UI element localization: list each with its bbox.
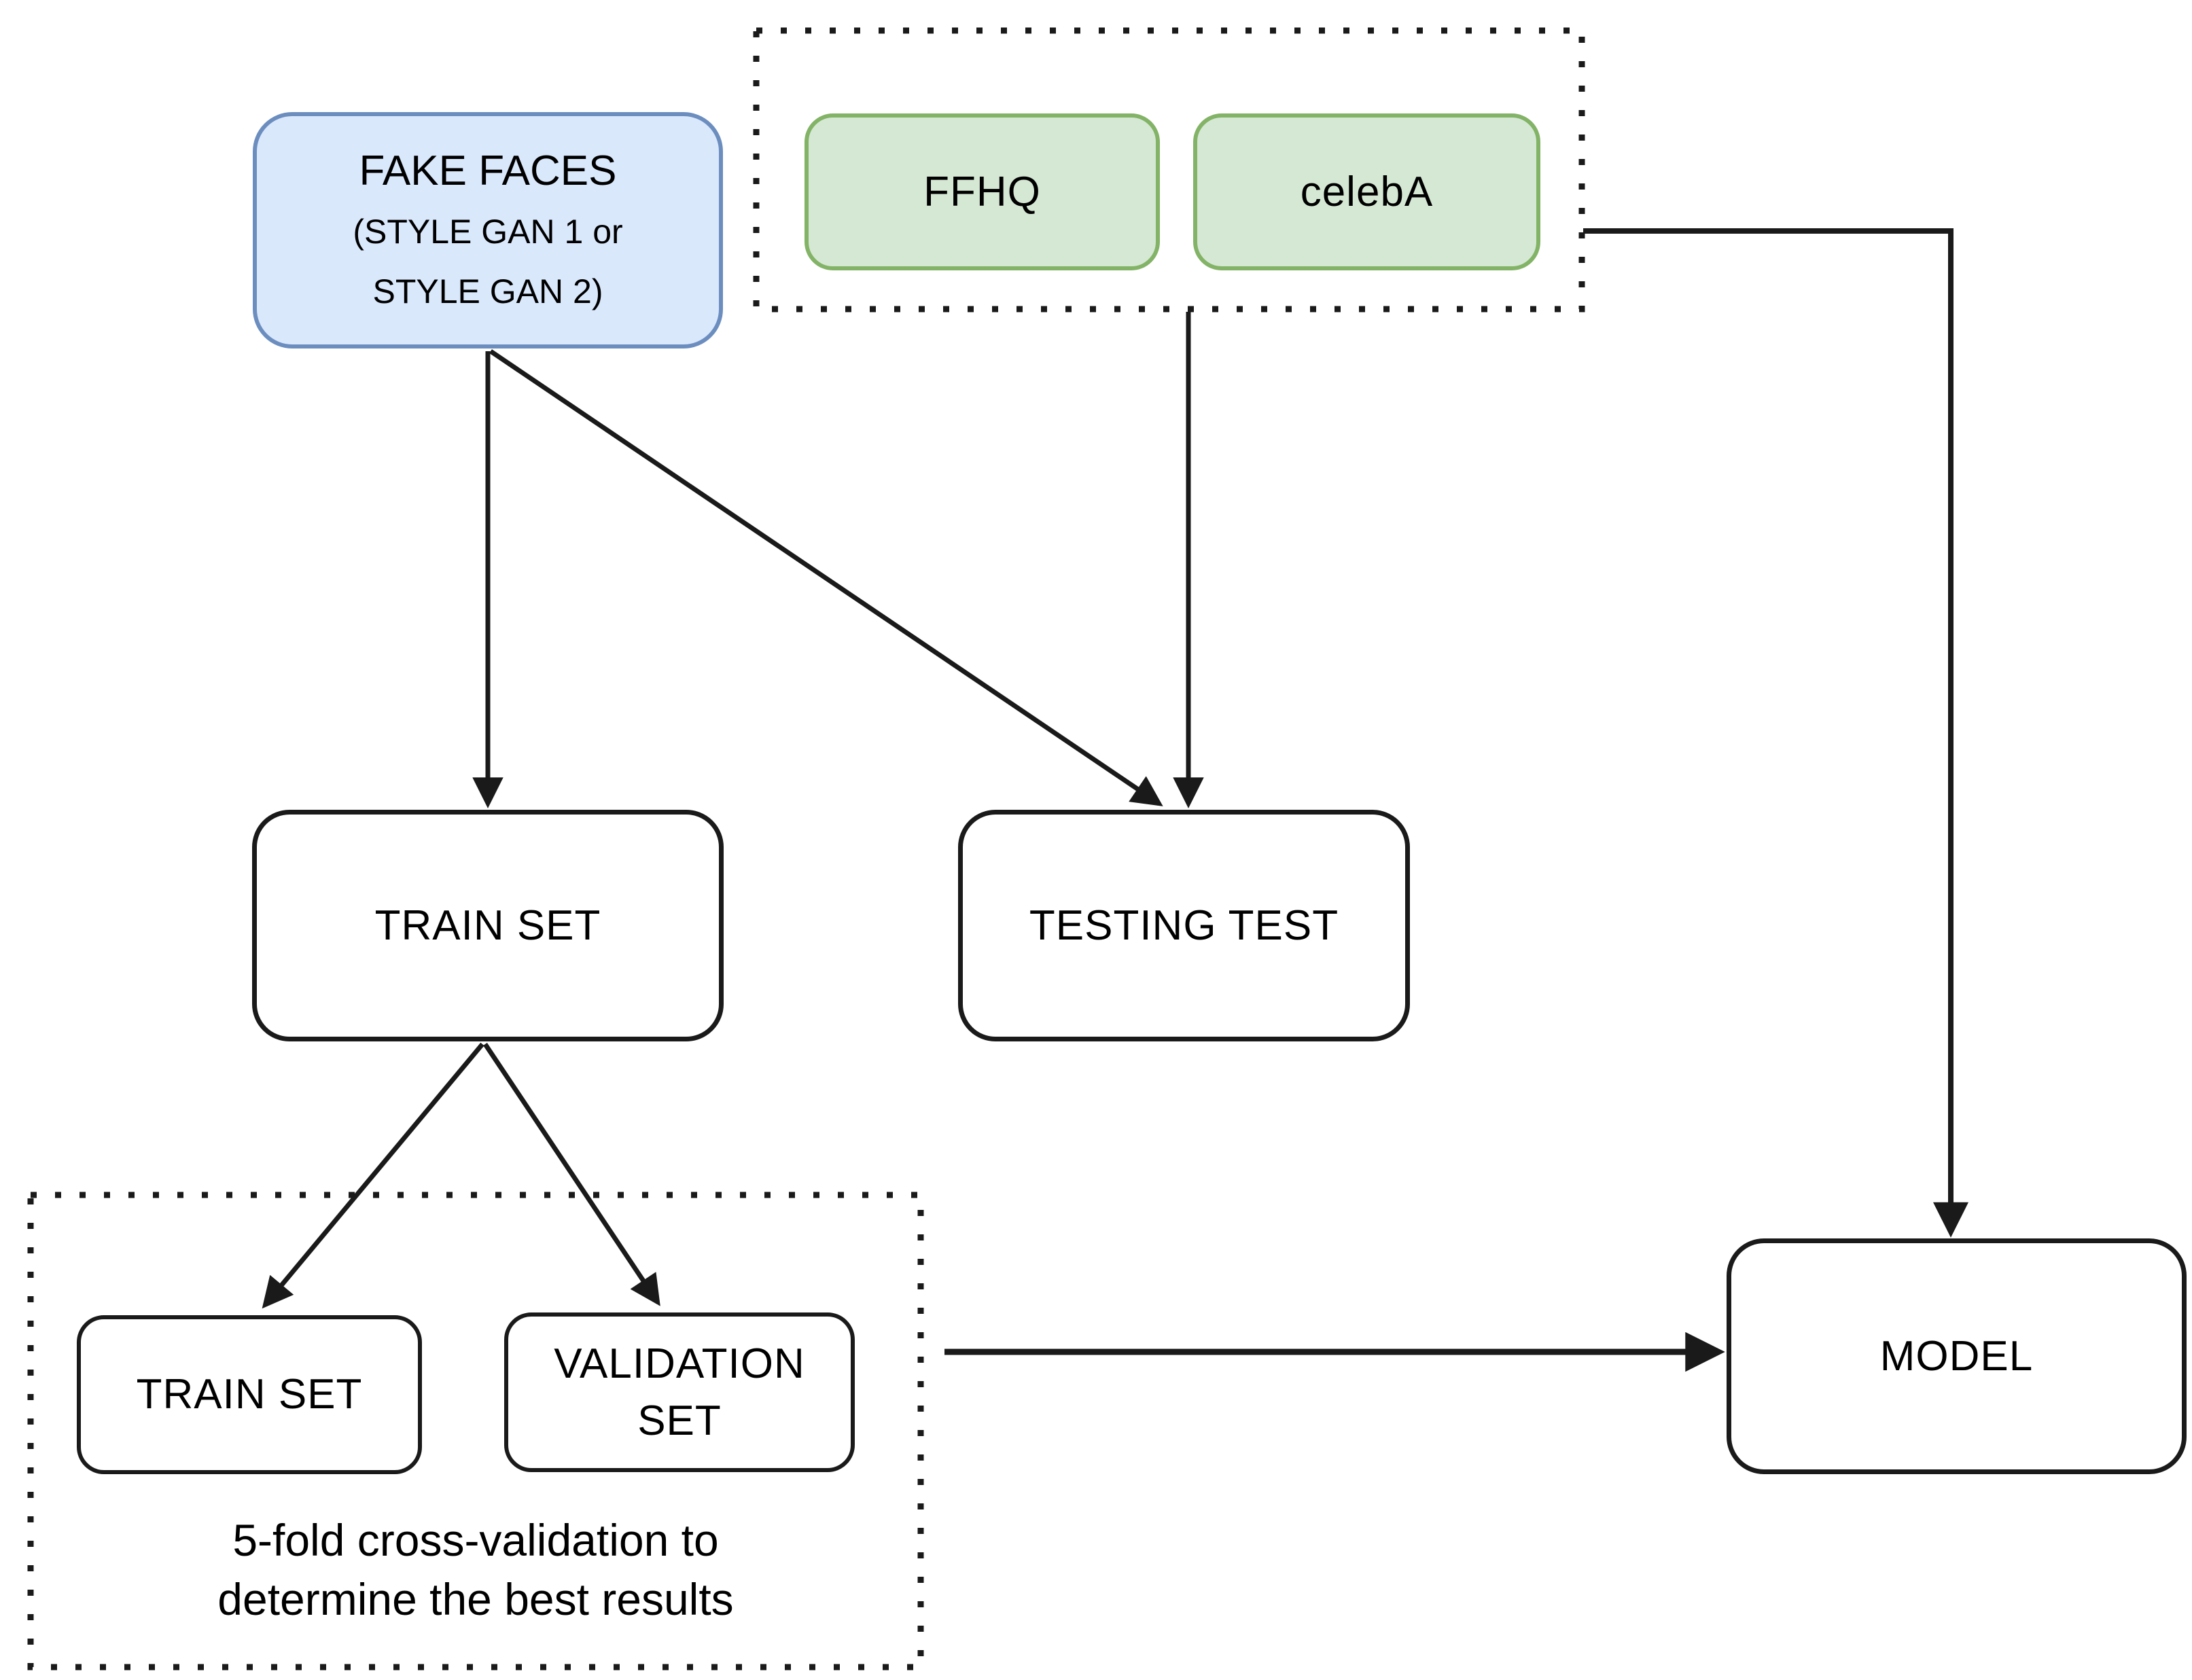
- train-set-label: TRAIN SET: [374, 901, 601, 949]
- testing-test-label: TESTING TEST: [1029, 901, 1339, 949]
- edge-trainset-to-validationset: [483, 1043, 660, 1306]
- cv-train-set-label: TRAIN SET: [136, 1371, 363, 1418]
- group-real-faces-border: [753, 27, 1585, 312]
- node-model: MODEL: [1727, 1238, 2187, 1474]
- node-cv-train-set: TRAIN SET: [77, 1315, 422, 1474]
- fake-faces-subtitle-line2: STYLE GAN 2): [372, 272, 603, 310]
- fake-faces-title: FAKE FACES: [359, 147, 617, 194]
- cross-validation-note: 5-fold cross-validation to determine the…: [31, 1511, 921, 1629]
- group-cross-validation-border: [27, 1192, 924, 1670]
- node-fake-faces: FAKE FACES (STYLE GAN 1 or STYLE GAN 2): [253, 112, 723, 348]
- celeba-label: celebA: [1300, 168, 1434, 215]
- cross-validation-note-line2: determine the best results: [217, 1574, 734, 1625]
- cross-validation-note-line1: 5-fold cross-validation to: [232, 1515, 719, 1565]
- node-testing-test: TESTING TEST: [958, 810, 1410, 1041]
- edge-trainset-to-cvtrainset: [262, 1042, 484, 1309]
- node-celeba: celebA: [1193, 113, 1540, 270]
- node-validation-set: VALIDATION SET: [504, 1312, 855, 1472]
- node-train-set: TRAIN SET: [252, 810, 724, 1041]
- node-ffhq: FFHQ: [805, 113, 1160, 270]
- validation-set-label: VALIDATION SET: [554, 1340, 805, 1444]
- edge-fakefaces-to-testingtest: [489, 349, 1163, 806]
- ffhq-label: FFHQ: [923, 168, 1041, 215]
- fake-faces-subtitle-line1: (STYLE GAN 1 or: [353, 213, 623, 251]
- model-label: MODEL: [1879, 1332, 2034, 1380]
- edge-realfaces-to-model: [1583, 228, 1968, 1238]
